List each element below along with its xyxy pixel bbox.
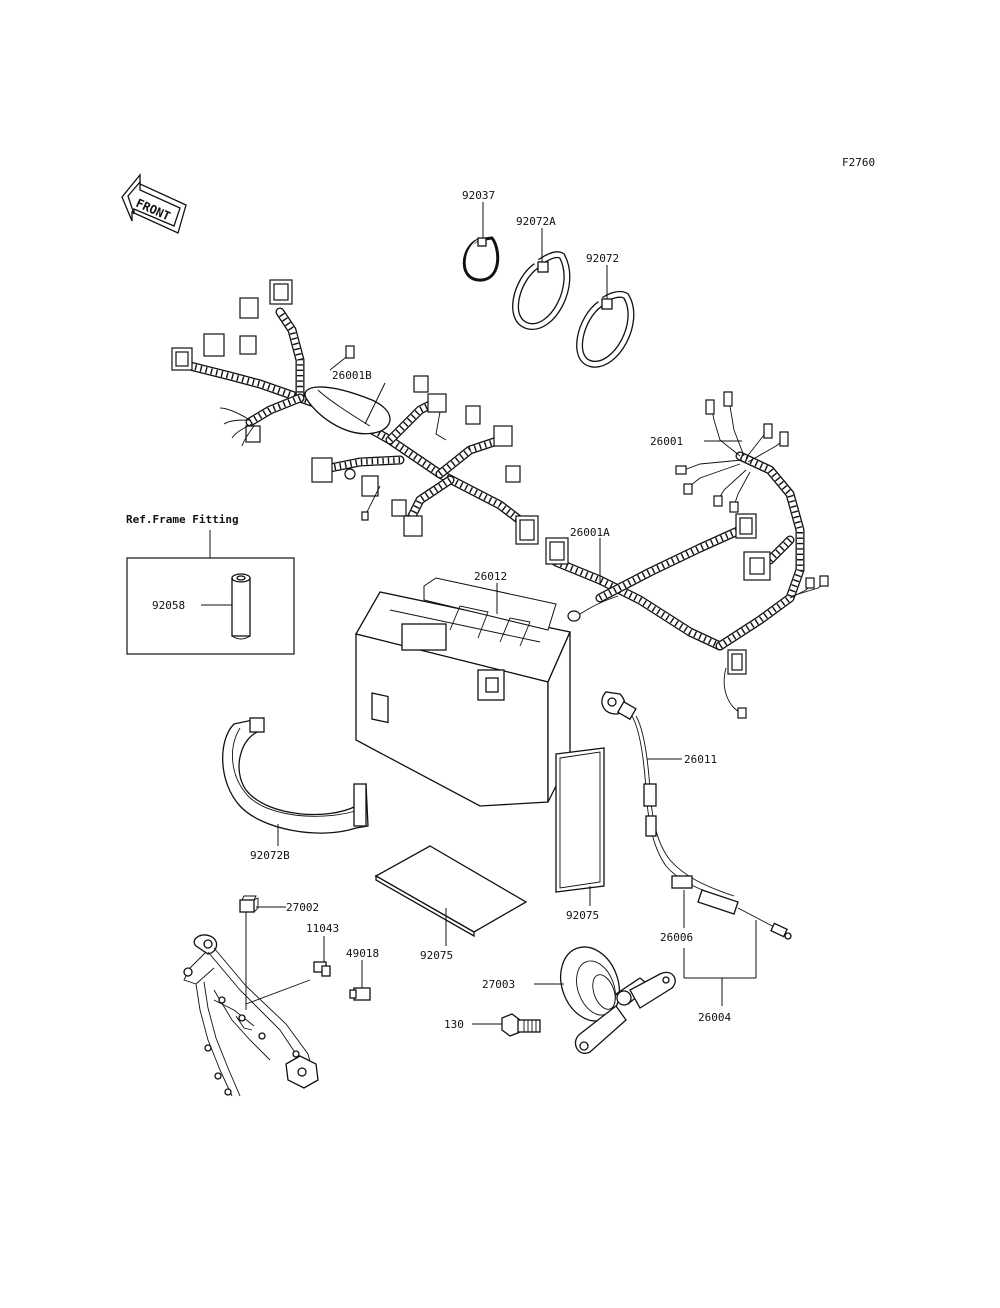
battery-pad-bottom <box>374 845 528 938</box>
strap-92072 <box>576 290 635 368</box>
battery <box>355 577 571 807</box>
part-49018-label: 49018 <box>346 947 379 960</box>
strap-92037 <box>462 236 500 282</box>
part-92058-label: 92058 <box>152 599 185 612</box>
part-92072B-label: 92072B <box>250 849 290 862</box>
strap-92072A <box>512 251 571 330</box>
bolt-130 <box>501 1013 541 1037</box>
frame-fitting-title: Ref.Frame Fitting <box>126 513 239 526</box>
part-92075-sheet-label: 92075 <box>566 909 599 922</box>
part-27002 <box>239 895 259 913</box>
battery-band <box>222 717 369 834</box>
part-26001B-label: 26001B <box>332 369 372 382</box>
part-26001-label: 26001 <box>650 435 683 448</box>
frame-section <box>183 934 319 1097</box>
figure-code: F2760 <box>842 156 875 169</box>
part-49018 <box>349 987 371 1001</box>
part-27003-label: 27003 <box>482 978 515 991</box>
ground-lead <box>601 691 792 940</box>
part-92037-label: 92037 <box>462 189 495 202</box>
part-92072A-label: 92072A <box>516 215 556 228</box>
part-11043 <box>313 961 331 977</box>
collar-92058 <box>231 573 251 640</box>
part-26001A-label: 26001A <box>570 526 610 539</box>
main-harness-upper <box>171 279 539 545</box>
part-130-label: 130 <box>444 1018 464 1031</box>
part-11043-label: 11043 <box>306 922 339 935</box>
part-26011-label: 26011 <box>684 753 717 766</box>
battery-pad-side <box>555 747 605 893</box>
part-92072-label: 92072 <box>586 252 619 265</box>
front-arrow-icon: FRONT <box>121 173 187 234</box>
part-26004-label: 26004 <box>698 1011 731 1024</box>
main-harness-lower <box>545 391 829 719</box>
part-92075-pad-label: 92075 <box>420 949 453 962</box>
part-26012-label: 26012 <box>474 570 507 583</box>
horn <box>560 946 676 1054</box>
part-27002-label: 27002 <box>286 901 319 914</box>
frame-fitting-box <box>126 557 295 655</box>
part-26006-label: 26006 <box>660 931 693 944</box>
